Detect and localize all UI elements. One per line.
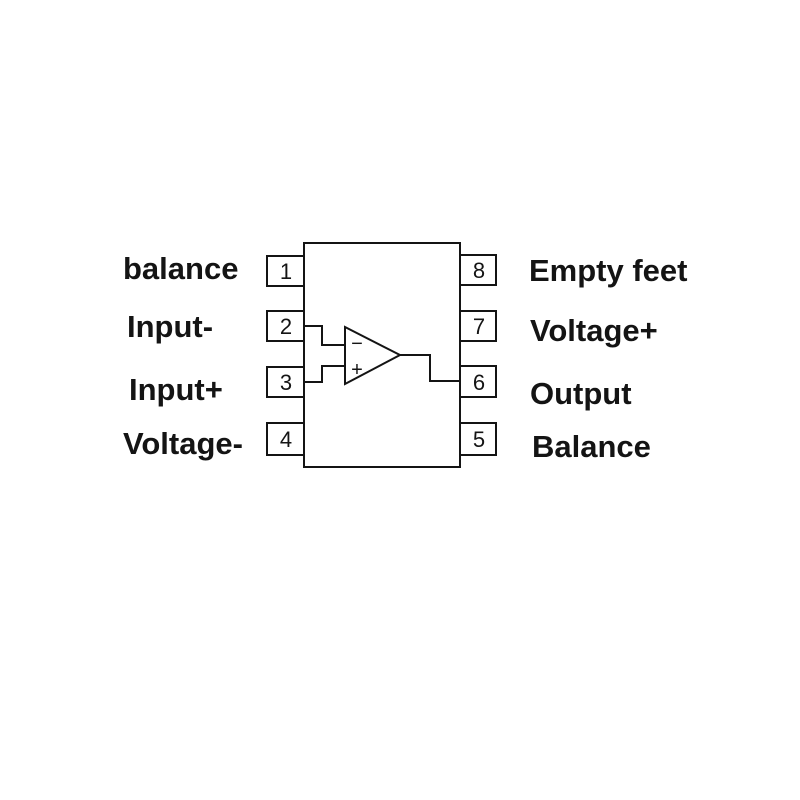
pin-number-8: 8 [473,258,485,283]
pin-number-4: 4 [280,427,292,452]
pin-label-5: Balance [532,429,651,464]
inverting-input-sign: − [351,333,363,355]
pin-number-3: 3 [280,370,292,395]
pin-label-1: balance [123,251,239,286]
wire-pin2-to-inverting-input [304,325,345,346]
pin-label-6: Output [530,376,632,411]
pin-box-2 [266,310,305,342]
pin-box-8 [459,254,497,286]
pin-label-4: Voltage- [123,426,243,461]
pin-number-6: 6 [473,370,485,395]
op-amp-symbol [344,325,403,386]
pin-box-7 [459,310,497,342]
wire-pin3-to-noninverting-input [304,365,345,383]
wire-output-to-pin6 [400,354,460,382]
pin-label-3: Input+ [129,372,223,407]
pin-label-2: Input- [127,309,214,344]
pin-number-7: 7 [473,314,485,339]
pin-number-1: 1 [280,259,292,284]
pin-box-4 [266,422,305,456]
noninverting-input-sign: + [351,359,363,381]
pin-label-8: Empty feet [529,253,688,288]
pin-box-5 [459,422,497,456]
pin-box-1 [266,255,305,287]
pin-number-5: 5 [473,427,485,452]
pin-label-7: Voltage+ [530,313,658,348]
pin-number-2: 2 [280,314,292,339]
